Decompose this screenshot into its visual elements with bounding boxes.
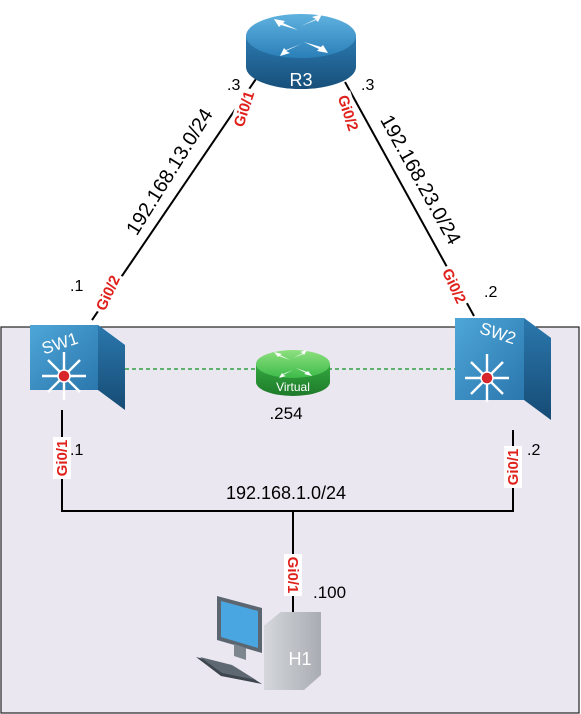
switch-sw1[interactable]: SW1 <box>30 325 125 410</box>
router-r3-name: R3 <box>289 70 312 90</box>
address-sw1-up: .1 <box>70 278 83 295</box>
switch-sw2[interactable]: SW2 <box>455 318 551 420</box>
router-virtual[interactable]: Virtual <box>256 350 330 396</box>
address-sw2-down: .2 <box>527 442 540 459</box>
interface-sw1-gi02: Gi0/2 <box>90 270 126 316</box>
network-label-r3-sw1: 192.168.13.0/24 <box>122 105 217 239</box>
address-r3-right: .3 <box>361 77 374 94</box>
virtual-router-arrows-icon <box>274 350 312 378</box>
pc-tower <box>264 612 321 690</box>
svg-text:Gi0/1: Gi0/1 <box>231 89 259 129</box>
interface-sw2-gi02: Gi0/2 <box>436 263 472 309</box>
monitor-screen <box>221 601 258 648</box>
switch-side-face <box>98 325 125 410</box>
virtual-router-top <box>256 350 330 378</box>
network-label-r3-sw2: 192.168.23.0/24 <box>375 111 464 248</box>
svg-text:Gi0/2: Gi0/2 <box>93 273 124 313</box>
svg-text:Gi0/1: Gi0/1 <box>284 557 301 594</box>
address-sw1-down: .1 <box>70 442 83 459</box>
address-h1: .100 <box>313 583 346 602</box>
host-h1-name: H1 <box>288 649 311 669</box>
svg-text:Gi0/2: Gi0/2 <box>438 266 469 306</box>
router-arrows-icon <box>274 14 328 56</box>
address-virtual: .254 <box>269 404 302 423</box>
switch-side-face <box>524 318 551 420</box>
address-sw2-up: .2 <box>484 284 497 301</box>
router-r3[interactable]: R3 <box>246 14 356 90</box>
monitor-stand <box>234 644 246 660</box>
router-top <box>246 14 356 58</box>
keyboard-keys <box>200 657 256 680</box>
interface-r3-gi02: Gi0/2 <box>332 90 364 136</box>
interface-h1-gi01: Gi0/1 <box>284 554 302 596</box>
svg-text:Gi0/2: Gi0/2 <box>334 93 362 133</box>
address-r3-left: .3 <box>227 77 240 94</box>
svg-text:Gi0/1: Gi0/1 <box>505 449 522 486</box>
switch-center-icon <box>480 371 494 385</box>
svg-text:Gi0/1: Gi0/1 <box>54 440 71 477</box>
interface-sw1-gi01: Gi0/1 <box>53 437 71 479</box>
interface-sw2-gi01: Gi0/1 <box>504 446 522 488</box>
host-h1[interactable]: H1 <box>196 596 321 690</box>
switch-front <box>455 318 524 400</box>
switch-center-icon <box>57 369 71 383</box>
network-label-lan: 192.168.1.0/24 <box>226 483 346 503</box>
virtual-router-name: Virtual <box>276 380 310 394</box>
